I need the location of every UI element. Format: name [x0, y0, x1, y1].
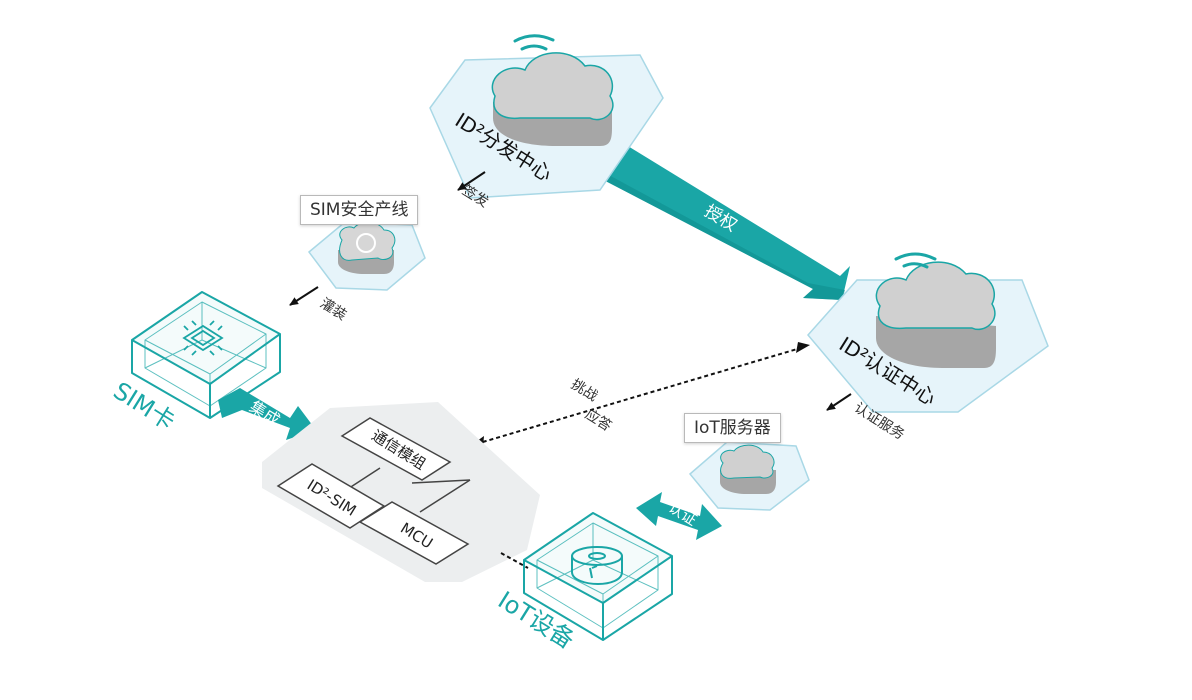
iot-server-node	[688, 441, 810, 511]
flash-arrow	[289, 286, 319, 306]
sim-production-line-callout: SIM安全产线	[300, 195, 419, 225]
wifi-signal-icon	[894, 252, 937, 269]
iot-device-label: IoT设备	[493, 586, 579, 654]
response-label: 应答	[582, 406, 615, 435]
cloud-icon	[491, 52, 614, 146]
chip-icon	[182, 320, 224, 356]
distribution-center-node: ID²分发中心	[429, 34, 664, 199]
wifi-signal-icon	[513, 34, 555, 51]
iot-server-callout: IoT服务器	[684, 413, 781, 443]
cloud-icon	[875, 261, 996, 368]
authenticate-arrow	[636, 492, 722, 540]
mcu-box	[358, 501, 470, 565]
comm-module-box	[340, 417, 452, 481]
sim-production-line-node	[307, 221, 426, 291]
device-icon	[571, 546, 623, 586]
auth-center-node: ID²认证中心	[807, 252, 1049, 413]
authorize-arrow	[592, 140, 850, 300]
integrate-arrow	[218, 388, 316, 440]
module-device-link	[500, 552, 529, 569]
flash-label: 灌装	[317, 295, 349, 323]
cloud-icon	[720, 444, 776, 494]
sign-issue-arrow	[457, 171, 486, 191]
sim-card-label: SIM卡	[108, 377, 180, 436]
module-platform	[262, 402, 540, 582]
auth-service-arrow	[826, 393, 852, 411]
gear-icon	[338, 221, 396, 274]
id2-sim-box	[276, 463, 386, 529]
sim-card-cube	[131, 291, 281, 419]
challenge-label: 挑战	[568, 376, 600, 404]
